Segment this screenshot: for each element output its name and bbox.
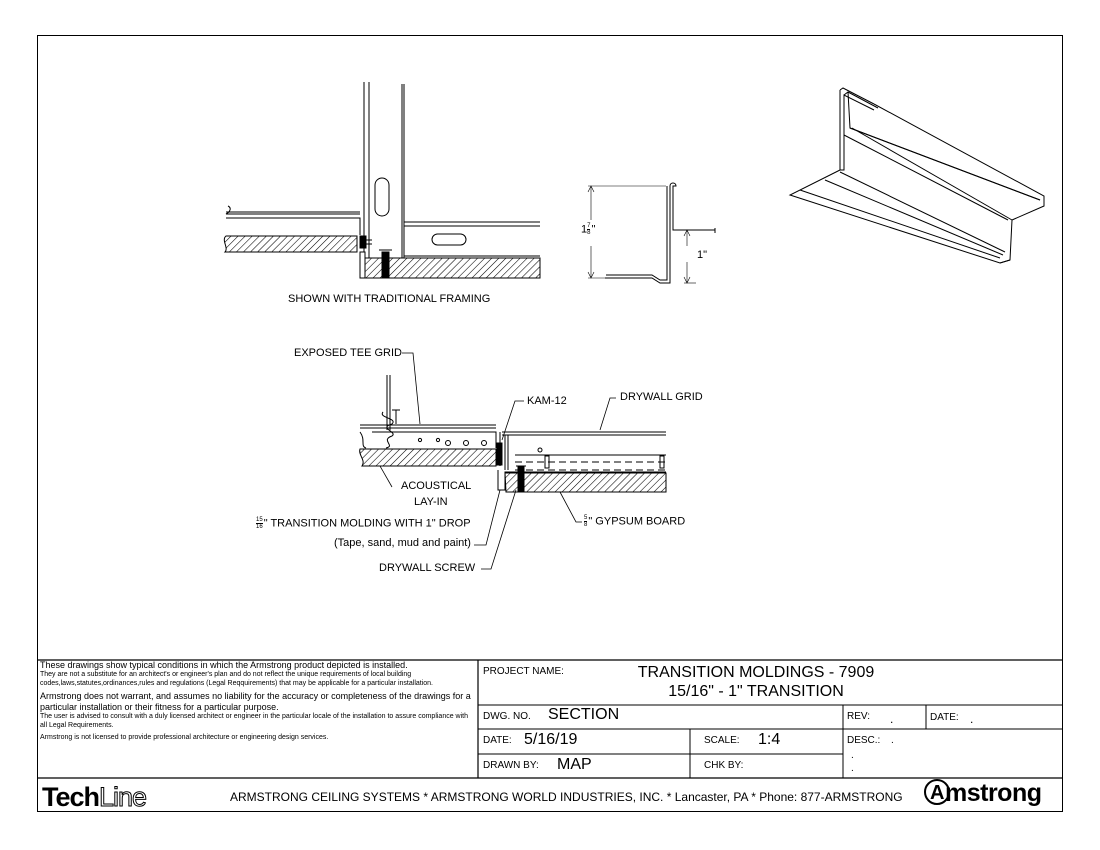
armstrong-logo: Amstrong	[924, 779, 1042, 808]
label-exposed-tee-grid: EXPOSED TEE GRID	[294, 347, 402, 359]
techline-logo: TechLine	[42, 782, 148, 813]
rev-label: REV:	[847, 711, 870, 722]
scale-label: SCALE:	[704, 735, 740, 746]
company-info: ARMSTRONG CEILING SYSTEMS * ARMSTRONG WO…	[230, 790, 903, 804]
isometric-molding	[788, 87, 1045, 264]
disclaimer: These drawings show typical conditions i…	[40, 660, 475, 743]
project-name-line2: 15/16" - 1" TRANSITION	[668, 683, 844, 700]
disclaimer-p5: Armstrong is not licensed to provide pro…	[40, 734, 329, 741]
scale-value: 1:4	[758, 731, 781, 748]
disclaimer-p2: They are not a substitute for an archite…	[40, 671, 433, 687]
disclaimer-p1: These drawings show typical conditions i…	[40, 660, 408, 670]
title-block-grid	[37, 659, 1063, 779]
dimension-drop: 1"	[697, 249, 708, 261]
desc-value-3: .	[851, 763, 854, 774]
section-detail	[359, 352, 667, 570]
desc-label: DESC.:	[847, 735, 881, 746]
date-label-right: DATE:	[930, 712, 959, 723]
date-label: DATE:	[483, 735, 512, 746]
chk-by-label: CHK BY:	[704, 760, 744, 771]
drawn-by-label: DRAWN BY:	[483, 760, 539, 771]
label-kam12: KAM-12	[527, 395, 567, 407]
desc-value-2: .	[851, 750, 854, 761]
label-drywall-grid: DRYWALL GRID	[620, 391, 703, 403]
traditional-framing-detail	[223, 82, 541, 279]
drawn-by-value: MAP	[557, 756, 592, 773]
rev-value: .	[890, 712, 894, 726]
disclaimer-p3: Armstrong does not warrant, and assumes …	[40, 691, 471, 712]
label-lay-in: LAY-IN	[414, 496, 448, 508]
project-name-line1: TRANSITION MOLDINGS - 7909	[637, 664, 875, 681]
dwg-no-label: DWG. NO.	[483, 711, 531, 722]
molding-profile	[587, 182, 716, 284]
label-drywall-screw: DRYWALL SCREW	[379, 562, 476, 574]
date-value-right: .	[970, 712, 974, 726]
desc-value: .	[891, 735, 894, 746]
dwg-no-value: SECTION	[548, 706, 620, 723]
label-traditional-framing: SHOWN WITH TRADITIONAL FRAMING	[288, 293, 491, 305]
date-value: 5/16/19	[524, 731, 578, 748]
label-transition-note: (Tape, sand, mud and paint)	[334, 537, 471, 549]
drawing-sheet	[37, 35, 1063, 812]
disclaimer-p4: The user is advised to consult with a du…	[40, 713, 469, 729]
project-name-label: PROJECT NAME:	[483, 666, 564, 677]
label-acoustical: ACOUSTICAL	[401, 480, 472, 492]
